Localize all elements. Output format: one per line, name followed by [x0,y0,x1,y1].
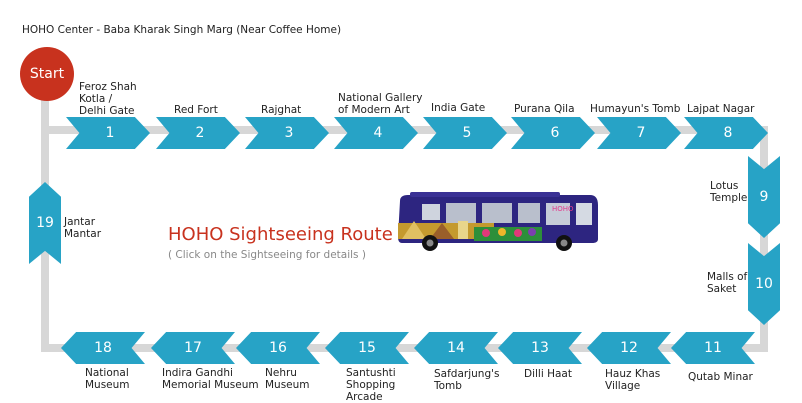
stop-4-number: 4 [373,125,383,141]
stop-5-number: 5 [462,125,472,141]
stop-13-arrow[interactable]: 13 [498,332,582,364]
stop-4-label[interactable]: National Gallery of Modern Art [338,92,423,116]
stop-10-number: 10 [755,276,773,292]
stop-7-label[interactable]: Humayun's Tomb [590,103,681,115]
stop-9-arrow[interactable]: 9 [748,156,780,238]
start-label: Start [29,66,65,82]
stop-12-arrow[interactable]: 12 [587,332,671,364]
stop-14-arrow[interactable]: 14 [414,332,498,364]
stop-18-arrow[interactable]: 18 [61,332,145,364]
stop-8-number: 8 [723,125,733,141]
stop-13-label[interactable]: Dilli Haat [524,368,572,380]
stop-5-arrow[interactable]: 5 [423,117,507,149]
stop-7-arrow[interactable]: 7 [597,117,681,149]
stop-2-number: 2 [195,125,205,141]
stop-19-arrow[interactable]: 19 [29,182,61,264]
stop-13-number: 13 [531,340,549,356]
stop-11-label[interactable]: Qutab Minar [688,371,753,383]
stop-1-number: 1 [105,125,115,141]
bus-icon: HOHO [396,191,600,257]
stop-3-number: 3 [284,125,294,141]
stop-15-arrow[interactable]: 15 [325,332,409,364]
stop-2-arrow[interactable]: 2 [156,117,240,149]
stop-5-label[interactable]: India Gate [431,102,486,114]
start-button[interactable]: Start [20,47,74,101]
stop-3-arrow[interactable]: 3 [245,117,329,149]
stop-18-number: 18 [94,340,112,356]
stop-11-arrow[interactable]: 11 [671,332,755,364]
stop-2-label[interactable]: Red Fort [174,104,218,116]
stop-15-label[interactable]: Santushti Shopping Arcade [346,367,396,403]
stop-9-number: 9 [759,189,769,205]
stop-1-label[interactable]: Feroz Shah Kotla / Delhi Gate [79,81,137,117]
stop-14-number: 14 [447,340,465,356]
route-header: HOHO Center - Baba Kharak Singh Marg (Ne… [22,24,342,36]
stop-9-label[interactable]: Lotus Temple [710,180,748,204]
stop-3-label[interactable]: Rajghat [261,104,302,116]
stop-6-label[interactable]: Purana Qila [514,103,575,115]
stop-10-arrow[interactable]: 10 [748,243,780,325]
stop-11-number: 11 [704,340,722,356]
stop-12-number: 12 [620,340,638,356]
stop-17-arrow[interactable]: 17 [151,332,235,364]
route-subtitle: ( Click on the Sightseeing for details ) [168,249,366,261]
track-right [760,126,768,352]
stop-14-label[interactable]: Safdarjung's Tomb [434,368,500,392]
stop-19-label[interactable]: Jantar Mantar [64,216,102,240]
stop-16-label[interactable]: Nehru Museum [265,367,310,391]
stop-17-number: 17 [184,340,202,356]
stop-16-number: 16 [269,340,287,356]
stop-8-arrow[interactable]: 8 [684,117,768,149]
svg-text:HOHO: HOHO [552,205,574,213]
stop-8-label[interactable]: Lajpat Nagar [687,103,755,115]
stop-19-number: 19 [36,215,54,231]
stop-7-number: 7 [636,125,646,141]
stop-4-arrow[interactable]: 4 [334,117,418,149]
stop-16-arrow[interactable]: 16 [236,332,320,364]
track-bottom [41,344,767,352]
stop-6-arrow[interactable]: 6 [511,117,595,149]
stop-10-label[interactable]: Malls of Saket [707,271,748,295]
stop-1-arrow[interactable]: 1 [66,117,150,149]
stop-17-label[interactable]: Indira Gandhi Memorial Museum [162,367,259,391]
stop-15-number: 15 [358,340,376,356]
stop-18-label[interactable]: National Museum [85,367,130,391]
stop-12-label[interactable]: Hauz Khas Village [605,368,661,392]
route-title: HOHO Sightseeing Route [168,224,393,245]
stop-6-number: 6 [550,125,560,141]
